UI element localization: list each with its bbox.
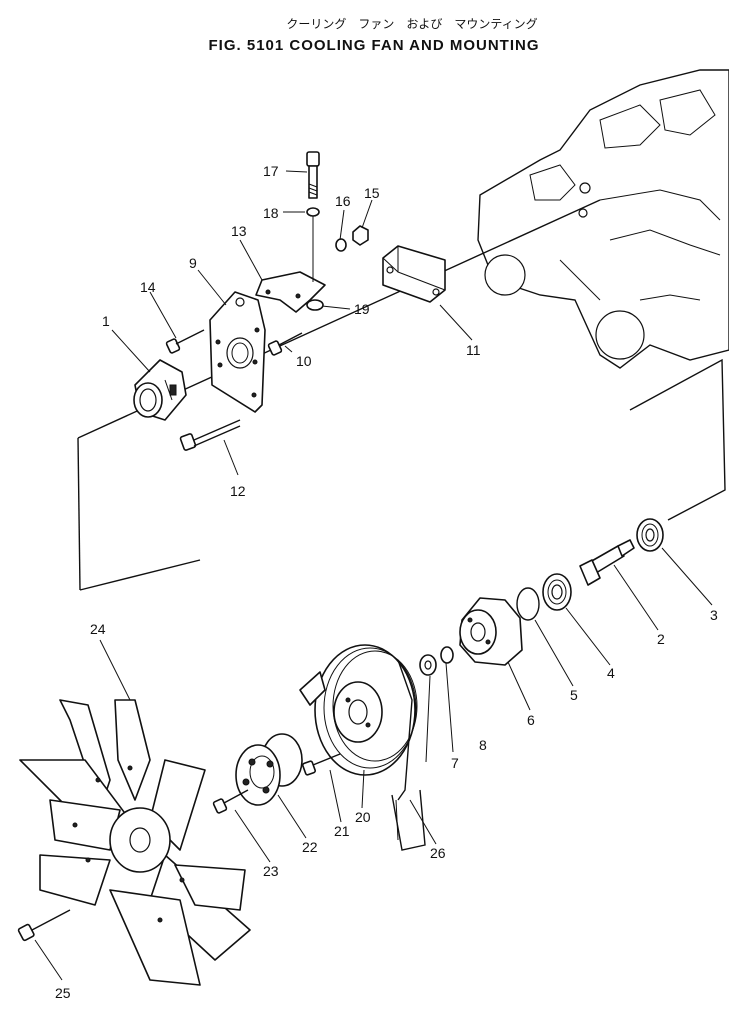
nut-15 (352, 225, 369, 246)
snap-ring-5 (516, 587, 540, 621)
bolt-25 (17, 909, 71, 942)
fan-shaft (579, 539, 635, 586)
title-english: FIG. 5101 COOLING FAN AND MOUNTING (209, 37, 540, 54)
callout-10: 10 (296, 353, 312, 369)
mounting-spacer-block (382, 245, 446, 303)
engine-block-icon (477, 69, 729, 369)
callout-2: 2 (657, 631, 665, 647)
callout-25: 25 (55, 985, 71, 1001)
callout-6: 6 (527, 712, 535, 728)
title-japanese: クーリング ファン および マウンティング (286, 17, 537, 31)
fan-spacer-sleeve (133, 359, 187, 421)
washer-8 (440, 646, 454, 664)
washer-18 (306, 207, 320, 217)
callout-16: 16 (335, 193, 351, 209)
callout-11: 11 (466, 342, 481, 358)
callout-4: 4 (607, 665, 615, 681)
callout-17: 17 (263, 163, 279, 179)
bearing-4 (542, 573, 572, 611)
callout-18: 18 (263, 205, 279, 221)
bearing-3 (636, 518, 664, 552)
nut-7 (419, 654, 437, 676)
bolt-10 (267, 332, 303, 356)
leader-lines (34, 170, 713, 981)
fan-icon (19, 699, 251, 986)
callout-13: 13 (231, 223, 247, 239)
bolt-21 (302, 753, 341, 776)
bolt-icon (306, 151, 320, 282)
callout-8: 8 (479, 737, 487, 753)
callout-5: 5 (570, 687, 578, 703)
callout-23: 23 (263, 863, 279, 879)
callout-3: 3 (710, 607, 718, 623)
pulley-icon (299, 644, 418, 776)
shaft-housing (459, 597, 523, 666)
callout-7: 7 (451, 755, 459, 771)
bolt-12 (179, 419, 241, 451)
callout-12: 12 (230, 483, 246, 499)
callout-20: 20 (355, 809, 371, 825)
callout-21: 21 (334, 823, 350, 839)
support-bracket (255, 271, 326, 313)
callout-14: 14 (140, 279, 156, 295)
callout-24: 24 (90, 621, 106, 637)
callout-19: 19 (354, 301, 370, 317)
callout-22: 22 (302, 839, 318, 855)
fan-bracket-plate (209, 291, 266, 413)
bolt-14 (165, 329, 205, 354)
bolt-23 (212, 789, 249, 814)
callout-1: 1 (102, 313, 110, 329)
callout-labels: 1 2 3 4 5 6 7 8 9 10 11 12 13 14 15 16 1… (55, 163, 718, 1001)
callout-26: 26 (430, 845, 446, 861)
fan-belt (391, 659, 426, 851)
fan-hub (235, 733, 303, 806)
figure-title: クーリング ファン および マウンティング FIG. 5101 COOLING … (209, 17, 540, 54)
callout-15: 15 (364, 185, 380, 201)
washer-19 (306, 299, 324, 311)
callout-9: 9 (189, 255, 197, 271)
lock-washer-16 (335, 238, 347, 252)
